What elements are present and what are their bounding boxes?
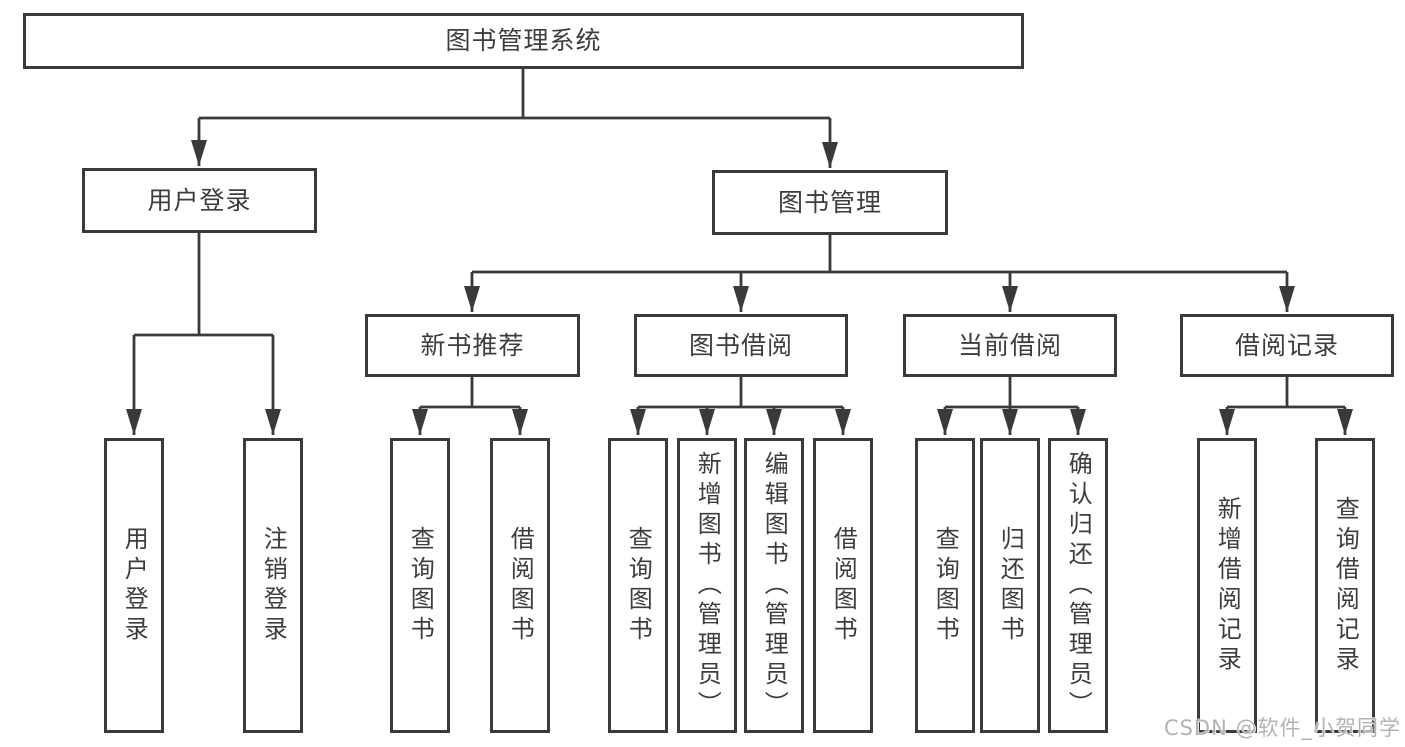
connector-currentborrow-to-leaves	[937, 377, 1086, 435]
csdn-watermark: CSDN @软件_小贺同学	[1163, 716, 1401, 740]
connector-bookmgmt-to-level3	[464, 235, 1295, 312]
connector-newbooks-to-leaves	[412, 377, 528, 435]
node-library-system: 图书管理系统	[23, 13, 1024, 69]
leaf-query-books-recommend: 查询图书	[390, 438, 450, 733]
connector-root-to-level2	[191, 69, 838, 168]
leaf-query-borrow-record: 查询借阅记录	[1315, 438, 1375, 733]
connector-userlogin-to-leaves	[126, 233, 281, 435]
node-book-management: 图书管理	[712, 170, 948, 235]
connector-bookborrow-to-leaves	[630, 377, 851, 435]
node-borrowing-records: 借阅记录	[1180, 314, 1394, 377]
leaf-add-books-admin: 新增图书（管理员）	[677, 438, 737, 733]
leaf-add-borrow-record: 新增借阅记录	[1197, 438, 1257, 733]
leaf-query-books-borrow: 查询图书	[608, 438, 668, 733]
leaf-user-login: 用户登录	[104, 438, 164, 733]
leaf-confirm-return-admin: 确认归还（管理员）	[1048, 438, 1108, 733]
node-current-borrowing: 当前借阅	[903, 314, 1117, 377]
leaf-borrow-books: 借阅图书	[813, 438, 873, 733]
node-book-borrowing: 图书借阅	[634, 314, 848, 377]
connector-borrowrecords-to-leaves	[1219, 377, 1353, 435]
leaf-query-books-current: 查询图书	[915, 438, 975, 733]
leaf-edit-books-admin: 编辑图书（管理员）	[744, 438, 804, 733]
node-user-login: 用户登录	[82, 168, 317, 233]
leaf-borrow-books-recommend: 借阅图书	[490, 438, 550, 733]
node-new-book-recommend: 新书推荐	[365, 314, 580, 377]
leaf-return-books: 归还图书	[980, 438, 1040, 733]
leaf-logout: 注销登录	[243, 438, 303, 733]
